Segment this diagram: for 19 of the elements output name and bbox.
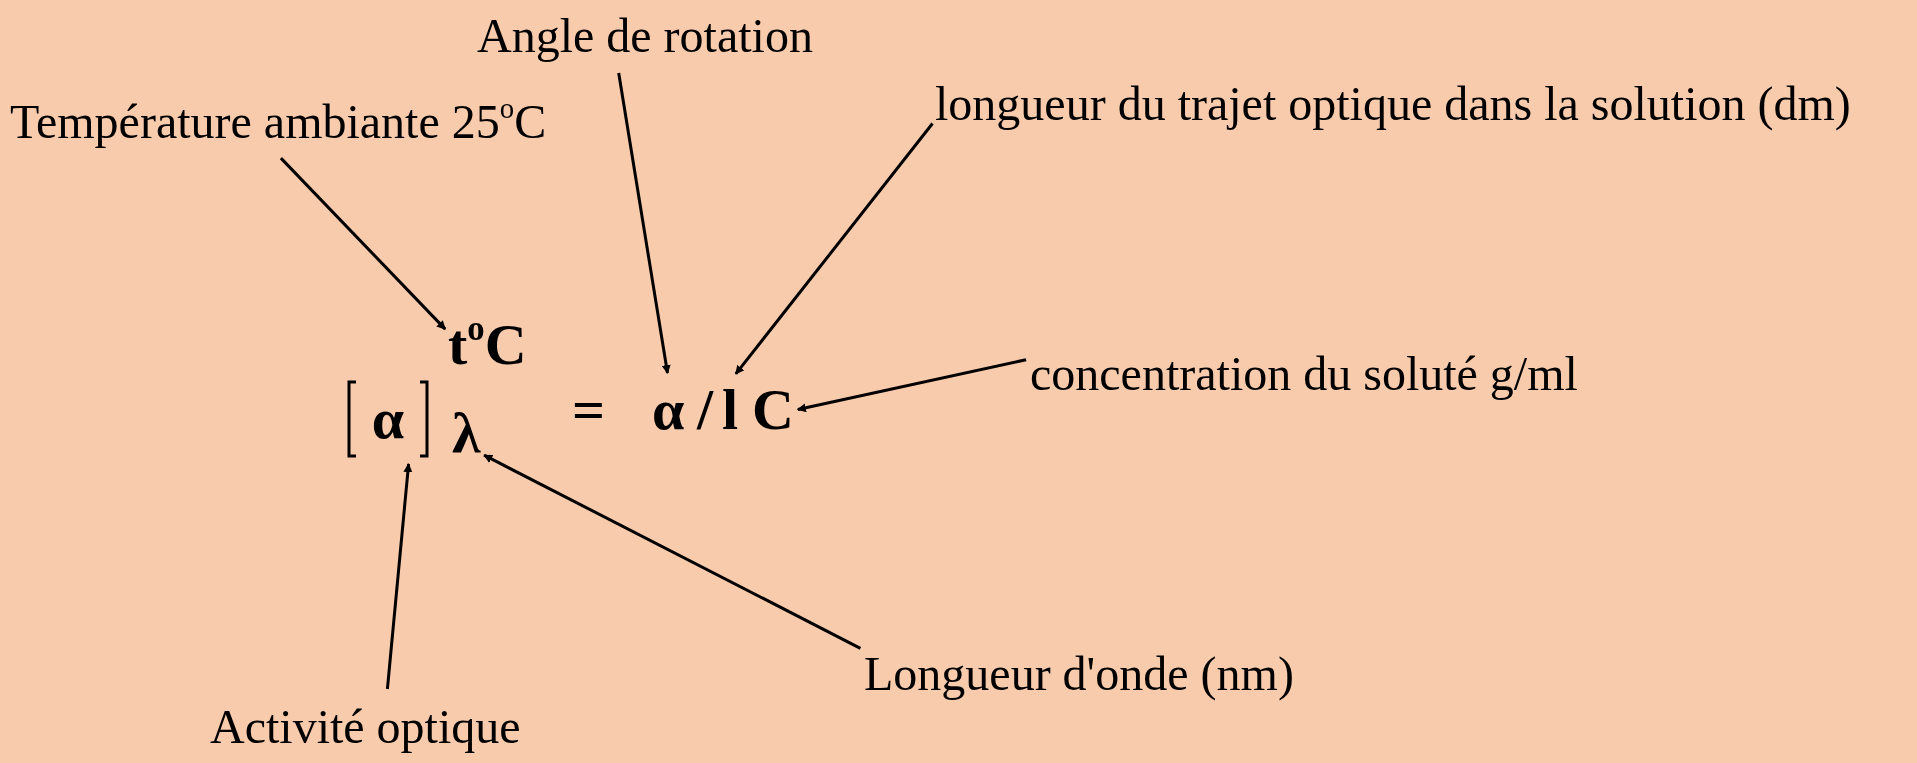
annotation-text: Angle de rotation (477, 2, 813, 70)
annotation-text: concentration du soluté g/ml (1030, 340, 1578, 408)
arrow (483, 453, 862, 650)
arrow (734, 122, 934, 375)
formula-symbol: C (752, 377, 794, 444)
formula-superscript: t$^{o}$C (448, 312, 527, 379)
annotation-text: Longueur d'onde (nm) (864, 640, 1294, 708)
formula-symbol: α (652, 377, 685, 444)
formula-subscript: λ (452, 400, 481, 467)
annotation-text: longueur du trajet optique dans la solution (dm) (935, 70, 1851, 138)
formula-symbol: l (722, 377, 739, 444)
arrow (279, 157, 447, 331)
arrow (617, 72, 671, 374)
division-slash: / (697, 377, 714, 444)
arrow (385, 463, 413, 690)
annotation-text: Température ambiante 25$^{o}$C (10, 88, 547, 156)
arrow (796, 358, 1027, 413)
annotation-text: Activité optique (210, 693, 521, 761)
equals-sign: = (572, 377, 606, 444)
